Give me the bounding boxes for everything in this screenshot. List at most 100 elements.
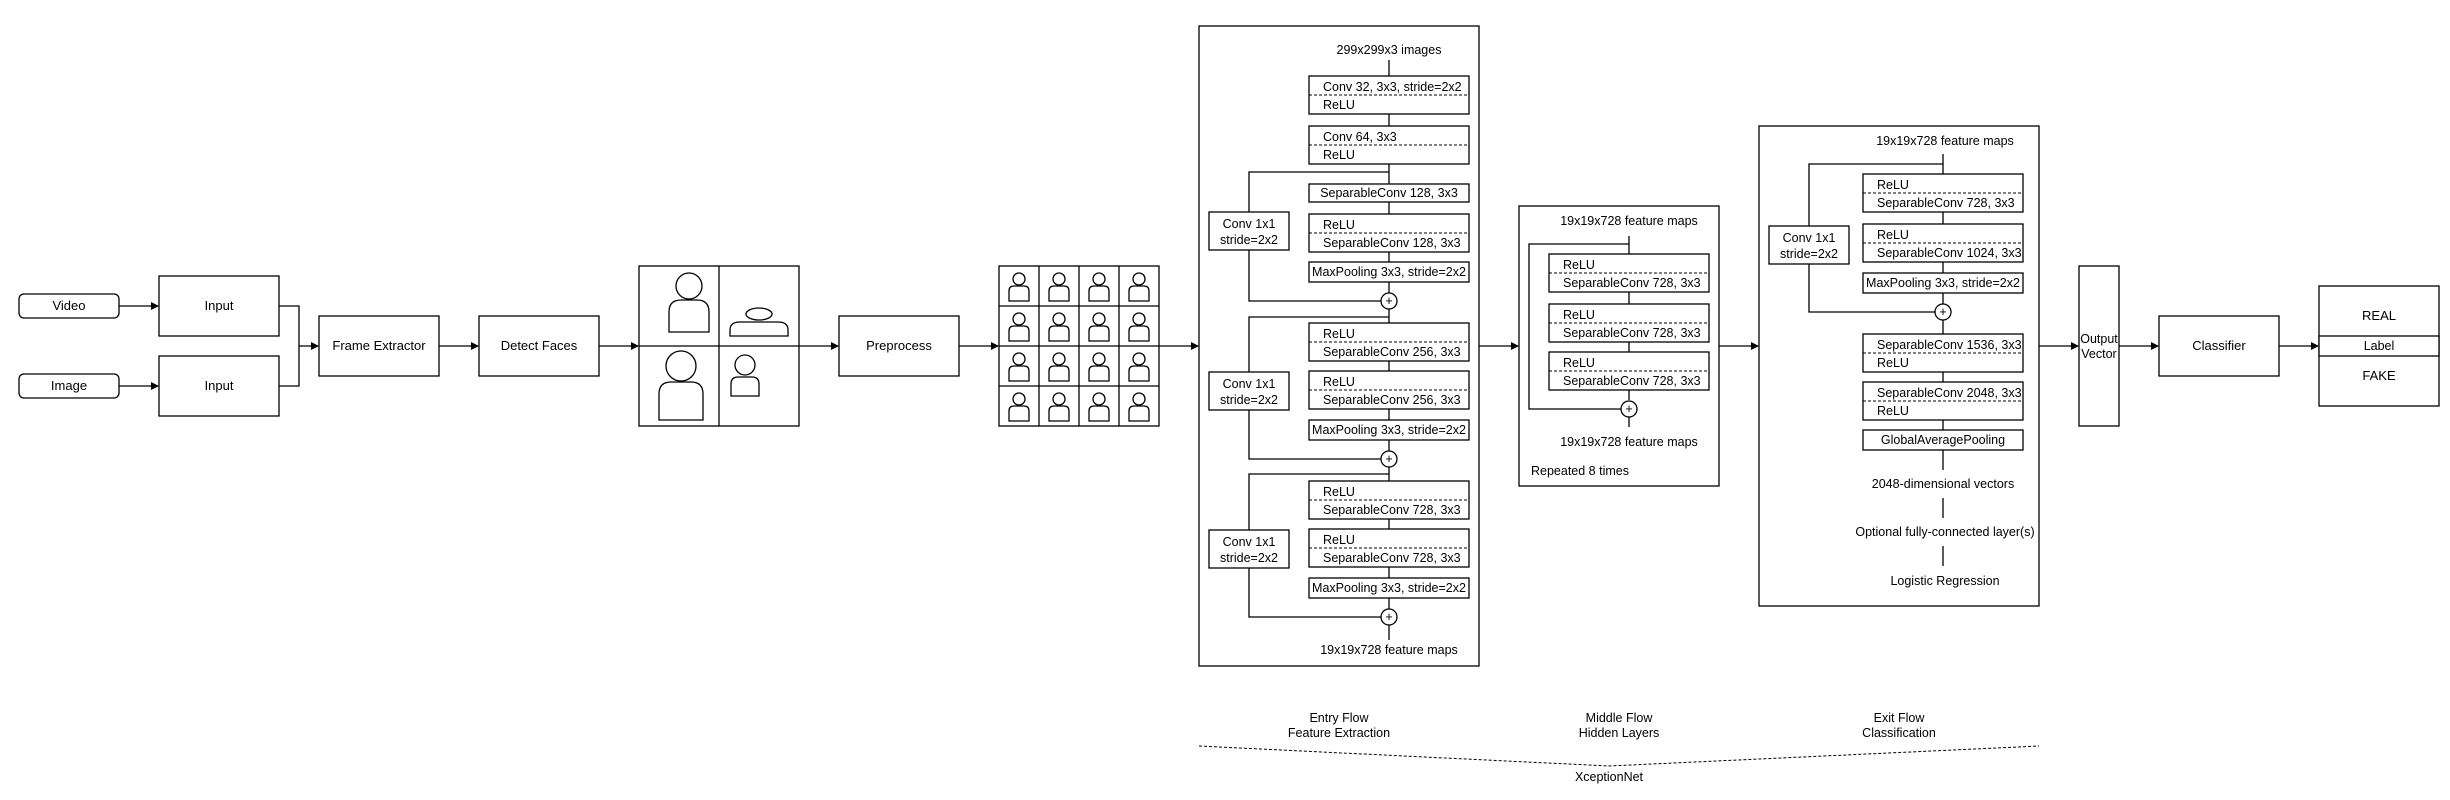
svg-text:ReLU: ReLU xyxy=(1877,178,1909,192)
middle-output-caption: 19x19x728 feature maps xyxy=(1560,435,1698,449)
svg-text:+: + xyxy=(1625,402,1632,416)
svg-text:ReLU: ReLU xyxy=(1323,327,1355,341)
entry-block-sepconv728-a: ReLU SeparableConv 728, 3x3 xyxy=(1308,480,1470,520)
exit-flow-subcaption: Classification xyxy=(1862,726,1936,740)
exit-vectors-caption: 2048-dimensional vectors xyxy=(1872,477,2014,491)
svg-text:stride=2x2: stride=2x2 xyxy=(1220,551,1278,565)
svg-text:ReLU: ReLU xyxy=(1877,356,1909,370)
detected-faces-panel xyxy=(638,265,800,427)
preprocess-box: Preprocess xyxy=(838,315,960,377)
svg-text:stride=2x2: stride=2x2 xyxy=(1780,247,1838,261)
svg-text:GlobalAveragePooling: GlobalAveragePooling xyxy=(1881,433,2005,447)
svg-text:Conv 32, 3x3, stride=2x2: Conv 32, 3x3, stride=2x2 xyxy=(1323,80,1462,94)
label-fake: FAKE xyxy=(2362,368,2396,383)
exit-fc-caption: Optional fully-connected layer(s) xyxy=(1855,525,2034,539)
svg-text:MaxPooling 3x3, stride=2x2: MaxPooling 3x3, stride=2x2 xyxy=(1312,423,1466,437)
person-icon xyxy=(1008,352,1030,382)
video-source: Video xyxy=(18,293,120,319)
exit-flow-caption: Exit Flow xyxy=(1874,711,1926,725)
person-icon xyxy=(1128,272,1150,302)
person-icon xyxy=(1088,272,1110,302)
entry-block-conv32: Conv 32, 3x3, stride=2x2 ReLU xyxy=(1308,75,1470,115)
svg-text:SeparableConv 728, 3x3: SeparableConv 728, 3x3 xyxy=(1563,374,1701,388)
svg-text:ReLU: ReLU xyxy=(1323,375,1355,389)
exit-block-sepconv2048: SeparableConv 2048, 3x3 ReLU xyxy=(1862,381,2024,421)
entry-flow-panel: 299x299x3 images Conv 32, 3x3, stride=2x… xyxy=(1198,25,1480,667)
svg-text:Preprocess: Preprocess xyxy=(866,338,932,353)
svg-text:SeparableConv 256, 3x3: SeparableConv 256, 3x3 xyxy=(1323,345,1461,359)
person-icon xyxy=(1048,352,1070,382)
exit-input-caption: 19x19x728 feature maps xyxy=(1876,134,2014,148)
svg-text:ReLU: ReLU xyxy=(1563,356,1595,370)
svg-text:SeparableConv 256, 3x3: SeparableConv 256, 3x3 xyxy=(1323,393,1461,407)
entry-block-maxpool-2: MaxPooling 3x3, stride=2x2 xyxy=(1308,419,1470,441)
svg-text:stride=2x2: stride=2x2 xyxy=(1220,393,1278,407)
label-real: REAL xyxy=(2362,308,2396,323)
entry-flow-caption: Entry Flow xyxy=(1309,711,1369,725)
svg-text:Conv 1x1: Conv 1x1 xyxy=(1223,217,1276,231)
middle-repeat-note: Repeated 8 times xyxy=(1531,464,1629,478)
svg-text:SeparableConv 728, 3x3: SeparableConv 728, 3x3 xyxy=(1323,503,1461,517)
svg-text:ReLU: ReLU xyxy=(1323,533,1355,547)
svg-text:SeparableConv 1024, 3x3: SeparableConv 1024, 3x3 xyxy=(1877,246,2022,260)
person-icon xyxy=(668,272,710,333)
person-lying-icon xyxy=(729,307,789,337)
svg-text:SeparableConv 1536, 3x3: SeparableConv 1536, 3x3 xyxy=(1877,338,2022,352)
face-crops-grid xyxy=(998,265,1160,427)
entry-input-caption: 299x299x3 images xyxy=(1337,43,1442,57)
exit-block-sepconv1024: ReLU SeparableConv 1024, 3x3 xyxy=(1862,223,2024,263)
person-icon xyxy=(1048,312,1070,342)
exit-add: + xyxy=(1934,303,1952,321)
svg-text:ReLU: ReLU xyxy=(1563,258,1595,272)
frame-extractor-box: Frame Extractor xyxy=(318,315,440,377)
person-icon xyxy=(658,350,704,421)
person-icon xyxy=(1128,352,1150,382)
svg-text:+: + xyxy=(1385,610,1392,624)
entry-block-maxpool-1: MaxPooling 3x3, stride=2x2 xyxy=(1308,261,1470,283)
person-icon xyxy=(1088,312,1110,342)
svg-text:SeparableConv 728, 3x3: SeparableConv 728, 3x3 xyxy=(1563,326,1701,340)
svg-text:stride=2x2: stride=2x2 xyxy=(1220,233,1278,247)
svg-text:ReLU: ReLU xyxy=(1877,228,1909,242)
exit-block-maxpool: MaxPooling 3x3, stride=2x2 xyxy=(1862,272,2024,294)
svg-text:Frame Extractor: Frame Extractor xyxy=(332,338,426,353)
entry-block-sepconv128-a: SeparableConv 128, 3x3 xyxy=(1308,183,1470,203)
person-icon xyxy=(1008,272,1030,302)
svg-text:Input: Input xyxy=(205,378,234,393)
svg-text:ReLU: ReLU xyxy=(1323,98,1355,112)
person-icon xyxy=(1128,312,1150,342)
entry-skip-conv-1: Conv 1x1 stride=2x2 xyxy=(1208,211,1290,251)
svg-text:+: + xyxy=(1939,305,1946,319)
exit-block-sepconv1536: SeparableConv 1536, 3x3 ReLU xyxy=(1862,333,2024,373)
xception-brace xyxy=(1198,745,2040,767)
svg-text:Conv 1x1: Conv 1x1 xyxy=(1223,377,1276,391)
person-icon xyxy=(1088,352,1110,382)
entry-skip-conv-2: Conv 1x1 stride=2x2 xyxy=(1208,371,1290,411)
person-icon xyxy=(1048,272,1070,302)
svg-text:ReLU: ReLU xyxy=(1323,485,1355,499)
svg-text:MaxPooling 3x3, stride=2x2: MaxPooling 3x3, stride=2x2 xyxy=(1866,276,2020,290)
exit-block-gap: GlobalAveragePooling xyxy=(1862,429,2024,451)
svg-text:Conv 1x1: Conv 1x1 xyxy=(1783,231,1836,245)
svg-text:SeparableConv 728, 3x3: SeparableConv 728, 3x3 xyxy=(1563,276,1701,290)
svg-text:Vector: Vector xyxy=(2081,347,2116,361)
middle-block-2: ReLU SeparableConv 728, 3x3 xyxy=(1548,303,1710,343)
video-label: Video xyxy=(52,298,85,313)
svg-text:SeparableConv 128, 3x3: SeparableConv 128, 3x3 xyxy=(1323,236,1461,250)
exit-block-sepconv728: ReLU SeparableConv 728, 3x3 xyxy=(1862,173,2024,213)
svg-text:Conv 1x1: Conv 1x1 xyxy=(1223,535,1276,549)
classifier-box: Classifier xyxy=(2158,315,2280,377)
svg-text:Output: Output xyxy=(2080,332,2118,346)
input-box-bottom: Input xyxy=(158,355,280,417)
entry-skip-conv-3: Conv 1x1 stride=2x2 xyxy=(1208,529,1290,569)
input-box-top: Input xyxy=(158,275,280,337)
svg-text:MaxPooling 3x3, stride=2x2: MaxPooling 3x3, stride=2x2 xyxy=(1312,265,1466,279)
person-icon xyxy=(1128,392,1150,422)
label-text: Label xyxy=(2364,339,2395,353)
image-label: Image xyxy=(51,378,87,393)
svg-text:+: + xyxy=(1385,294,1392,308)
exit-skip-conv: Conv 1x1 stride=2x2 xyxy=(1768,225,1850,265)
svg-text:ReLU: ReLU xyxy=(1323,148,1355,162)
exit-flow-panel: 19x19x728 feature maps Conv 1x1 stride=2… xyxy=(1758,125,2040,607)
